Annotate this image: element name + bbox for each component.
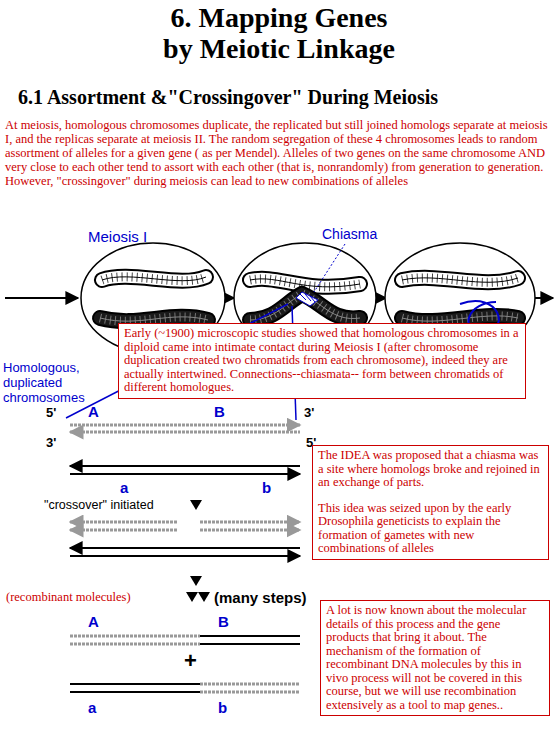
end-label: 3' bbox=[46, 436, 56, 450]
sister-line bbox=[102, 277, 206, 281]
subtitle: 6.1 Assortment &"Crossingover" During Me… bbox=[18, 86, 438, 109]
note-text: Early (~1900) microscopic studies showed… bbox=[124, 327, 520, 395]
allele-label: b bbox=[218, 700, 227, 716]
note-text: The IDEA was proposed that a chiasma was… bbox=[318, 449, 543, 490]
allele-label: B bbox=[218, 614, 229, 630]
dna-strand bbox=[70, 643, 200, 646]
dna-strand bbox=[70, 431, 300, 434]
dna-strands bbox=[70, 425, 300, 692]
step-label: (recombinant molecules) bbox=[6, 590, 131, 604]
allele-label: a bbox=[120, 480, 128, 496]
sister-line bbox=[250, 279, 360, 287]
chromatid-outline bbox=[102, 277, 206, 281]
stage-label: Meiosis I bbox=[88, 228, 147, 245]
allele-label: B bbox=[214, 404, 225, 420]
chromatid-speckle bbox=[402, 278, 518, 282]
chromatid-outline bbox=[402, 278, 518, 282]
chromatid-speckle bbox=[250, 279, 360, 287]
allele-label: a bbox=[88, 700, 96, 716]
chromatid bbox=[102, 277, 206, 281]
note-box: A lot is now known about the molecular d… bbox=[320, 600, 550, 716]
chromatid-outline bbox=[100, 317, 208, 321]
dna-strand bbox=[200, 635, 300, 637]
chromosomes bbox=[100, 277, 518, 321]
step-label: "crossover" initiated bbox=[44, 498, 154, 512]
dna-strand bbox=[70, 529, 178, 532]
sister-line bbox=[402, 278, 518, 282]
end-label: 3' bbox=[304, 406, 314, 420]
structure-label: Homologous, duplicated chromosomes bbox=[3, 360, 121, 405]
dna-strand bbox=[70, 473, 300, 475]
chromatid-outline bbox=[250, 279, 360, 287]
dna-strand bbox=[200, 683, 300, 686]
dna-strand bbox=[70, 547, 300, 549]
sister-line bbox=[402, 316, 518, 321]
dna-strand bbox=[200, 691, 300, 694]
end-label: 5' bbox=[46, 406, 56, 420]
allele-label: b bbox=[262, 480, 271, 496]
note-text: A lot is now known about the molecular d… bbox=[326, 604, 544, 712]
allele-label: A bbox=[88, 404, 99, 420]
step-triangle bbox=[186, 500, 210, 602]
dna-strand bbox=[70, 635, 200, 638]
chromatid bbox=[402, 316, 518, 321]
dna-strand bbox=[70, 555, 300, 557]
chromatid bbox=[402, 278, 518, 282]
dna-strand bbox=[70, 683, 200, 685]
note-box: Early (~1900) microscopic studies showed… bbox=[118, 323, 526, 399]
chromatid-outline bbox=[402, 316, 518, 321]
chromatid bbox=[250, 279, 360, 287]
dna-strand bbox=[70, 424, 300, 427]
chromatid-speckle bbox=[100, 317, 208, 321]
step-label: (many steps) bbox=[214, 589, 307, 606]
dna-strand bbox=[200, 643, 300, 645]
chromatid bbox=[100, 317, 208, 321]
dna-strand bbox=[70, 465, 300, 467]
note-box: The IDEA was proposed that a chiasma was… bbox=[312, 445, 549, 560]
sister-line bbox=[100, 317, 208, 321]
note-text: This idea was seized upon by the early D… bbox=[318, 502, 543, 556]
dna-strand bbox=[70, 691, 200, 693]
structure-label: Chiasma bbox=[322, 226, 377, 242]
allele-label: A bbox=[88, 614, 99, 630]
plus-sign: + bbox=[184, 650, 197, 672]
title: 6. Mapping Genes by Meiotic Linkage bbox=[79, 2, 479, 64]
chiasma-mark bbox=[296, 244, 499, 332]
chromatid-speckle bbox=[402, 316, 518, 321]
intro-text: At meiosis, homologous chromosomes dupli… bbox=[5, 118, 553, 188]
dna-strand bbox=[70, 521, 178, 524]
dna-strand bbox=[200, 521, 300, 524]
dna-strand bbox=[200, 529, 300, 532]
chromatid-speckle bbox=[102, 277, 206, 281]
